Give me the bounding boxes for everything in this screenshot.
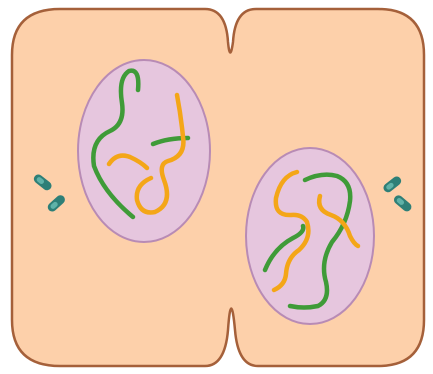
- right-daughter-cell: [246, 148, 374, 324]
- left-daughter-cell: [78, 60, 210, 242]
- nucleus-icon: [78, 60, 210, 242]
